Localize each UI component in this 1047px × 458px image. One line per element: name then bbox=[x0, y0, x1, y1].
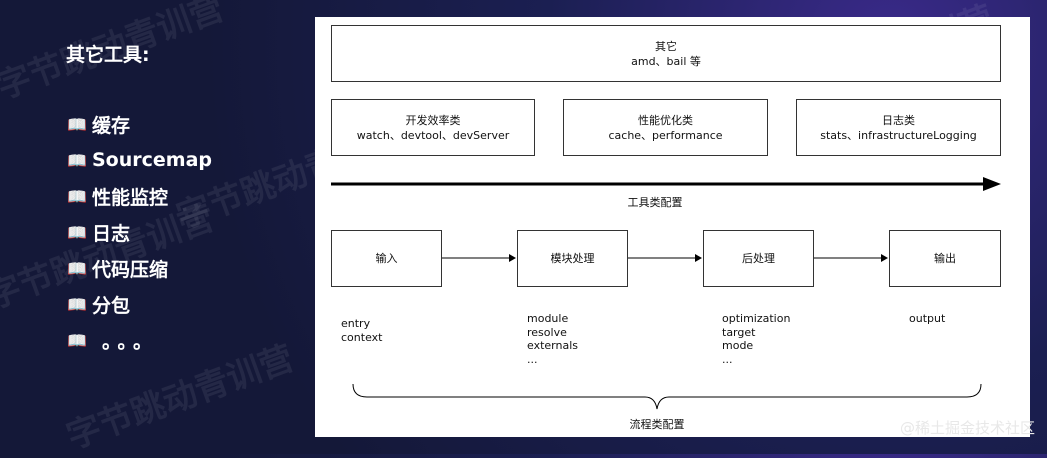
dev-efficiency-box: 开发效率类 watch、devtool、devServer bbox=[331, 99, 535, 156]
box-subtitle: amd、bail 等 bbox=[631, 54, 701, 68]
open-book-icon: 📖 bbox=[67, 114, 87, 134]
tool-list: 📖缓存 📖Sourcemap 📖性能监控 📖日志 📖代码压缩 📖分包 📖。。。 bbox=[66, 106, 212, 358]
flow-arrow-3-head bbox=[881, 254, 888, 262]
box-subtitle: watch、devtool、devServer bbox=[356, 128, 510, 142]
flow-brace bbox=[352, 383, 982, 410]
open-book-icon: 📖 bbox=[67, 330, 87, 350]
flow-arrow-2-head bbox=[695, 254, 702, 262]
flow-note-input: entry context bbox=[341, 317, 382, 344]
list-item: 📖代码压缩 bbox=[66, 250, 212, 286]
sidebar: 其它工具: 📖缓存 📖Sourcemap 📖性能监控 📖日志 📖代码压缩 📖分包… bbox=[0, 0, 315, 454]
tool-axis-arrow-head bbox=[983, 177, 1001, 191]
list-item-label: 性能监控 bbox=[92, 186, 169, 209]
box-subtitle: stats、infrastructureLogging bbox=[820, 128, 977, 142]
logging-box: 日志类 stats、infrastructureLogging bbox=[796, 99, 1001, 156]
list-item-label: 代码压缩 bbox=[92, 258, 169, 281]
list-item-label: 缓存 bbox=[92, 114, 131, 137]
flow-arrow-1-head bbox=[509, 254, 516, 262]
list-item-label: 。。。 bbox=[102, 330, 159, 353]
box-title: 其它 bbox=[655, 39, 677, 53]
flow-note-postprocess: optimization target mode ... bbox=[722, 312, 790, 366]
performance-box: 性能优化类 cache、performance bbox=[563, 99, 768, 156]
list-item: 📖日志 bbox=[66, 214, 212, 250]
box-title: 输出 bbox=[934, 252, 956, 265]
note-line: ... bbox=[722, 352, 733, 366]
note-line: mode bbox=[722, 339, 754, 352]
open-book-icon: 📖 bbox=[67, 258, 87, 278]
flow-box-output: 输出 bbox=[889, 230, 1001, 287]
note-line: target bbox=[722, 325, 756, 339]
note-line: resolve bbox=[527, 325, 567, 339]
source-credit: @稀土掘金技术社区 bbox=[899, 419, 1035, 437]
flow-note-module: module resolve externals ... bbox=[527, 312, 578, 366]
open-book-icon: 📖 bbox=[67, 150, 87, 170]
note-line: ... bbox=[527, 352, 538, 366]
note-line: context bbox=[341, 330, 383, 344]
list-item: 📖缓存 bbox=[66, 106, 212, 142]
note-line: externals bbox=[527, 339, 578, 352]
open-book-icon: 📖 bbox=[67, 294, 87, 314]
diagram-canvas: 其它 amd、bail 等 开发效率类 watch、devtool、devSer… bbox=[315, 17, 1030, 437]
list-item: 📖性能监控 bbox=[66, 178, 212, 214]
box-title: 日志类 bbox=[882, 113, 915, 127]
box-subtitle: cache、performance bbox=[608, 128, 723, 142]
note-line: entry bbox=[341, 317, 371, 330]
flow-note-output: output bbox=[909, 312, 945, 326]
flow-box-module: 模块处理 bbox=[517, 230, 628, 287]
diagram-arrows bbox=[331, 177, 1001, 410]
flow-label: 流程类配置 bbox=[629, 418, 685, 431]
list-item: 📖 。。。 bbox=[66, 322, 212, 358]
open-book-icon: 📖 bbox=[67, 222, 87, 242]
flow-box-postprocess: 后处理 bbox=[703, 230, 814, 287]
list-item-label: 分包 bbox=[92, 294, 131, 317]
list-item-label: Sourcemap bbox=[92, 149, 213, 171]
box-title: 开发效率类 bbox=[405, 113, 461, 127]
note-line: module bbox=[527, 312, 569, 325]
list-item: 📖Sourcemap bbox=[66, 142, 212, 178]
other-config-box: 其它 amd、bail 等 bbox=[331, 25, 1001, 82]
box-title: 模块处理 bbox=[550, 252, 595, 265]
open-book-icon: 📖 bbox=[67, 186, 87, 206]
sidebar-title: 其它工具: bbox=[66, 44, 150, 66]
flow-box-input: 输入 bbox=[331, 230, 442, 287]
list-item: 📖分包 bbox=[66, 286, 212, 322]
box-title: 后处理 bbox=[742, 252, 775, 265]
note-line: optimization bbox=[722, 312, 791, 325]
box-title: 输入 bbox=[375, 252, 398, 265]
box-title: 性能优化类 bbox=[638, 113, 693, 127]
list-item-label: 日志 bbox=[92, 222, 131, 245]
tool-axis-label: 工具类配置 bbox=[627, 196, 683, 209]
note-line: output bbox=[909, 312, 946, 325]
